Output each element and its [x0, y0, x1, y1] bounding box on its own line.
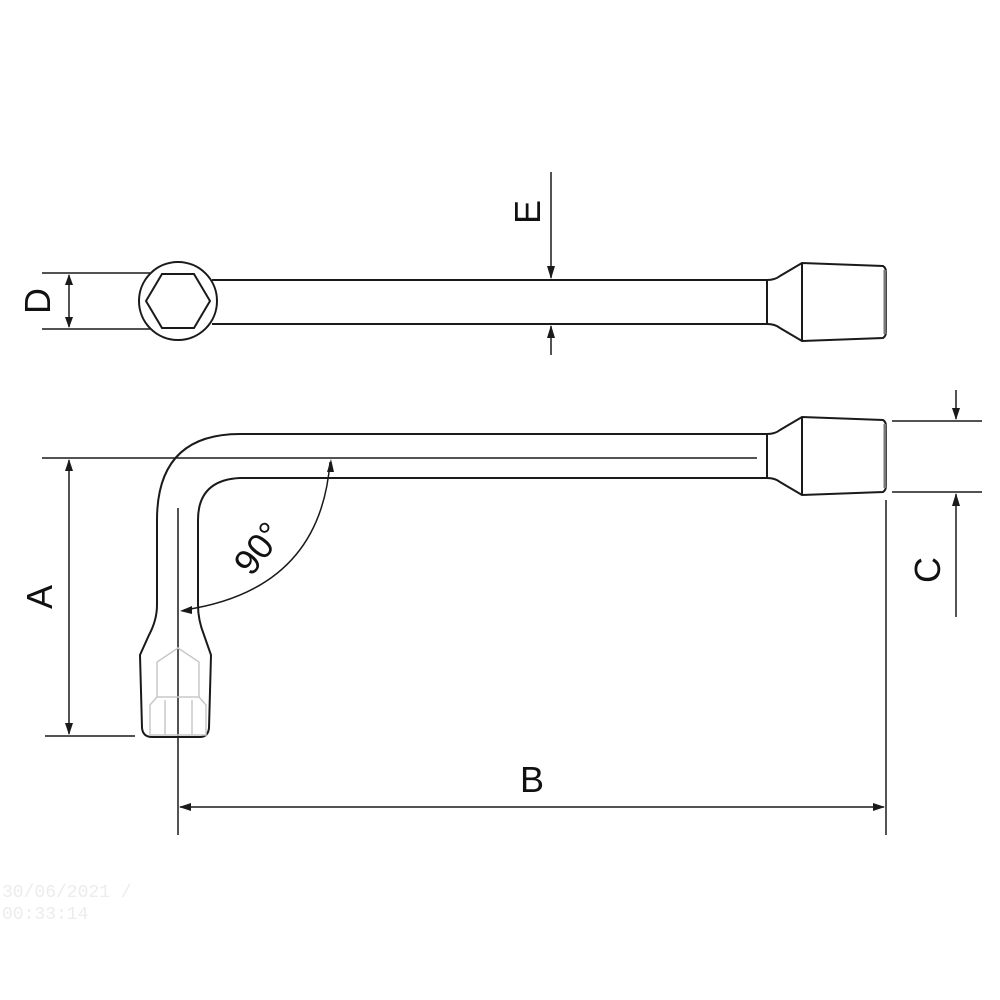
top-view: D E: [17, 172, 887, 355]
label-d: D: [17, 288, 58, 314]
label-c: C: [907, 557, 948, 583]
timestamp-watermark: 30/06/2021 / 00:33:14: [2, 883, 143, 925]
label-e: E: [507, 200, 548, 224]
angle-arc: [183, 461, 331, 611]
hex-socket-icon: [144, 273, 212, 329]
label-angle: 90°: [225, 514, 291, 582]
side-view: 90° A C B: [19, 390, 982, 835]
wrench-body-outline: [138, 433, 767, 738]
side-socket-end: [766, 415, 887, 497]
label-b: B: [520, 759, 544, 800]
label-a: A: [19, 585, 60, 609]
hex-nut-hidden: [149, 696, 207, 736]
ring-head: [138, 261, 218, 341]
top-socket-end: [766, 261, 887, 343]
